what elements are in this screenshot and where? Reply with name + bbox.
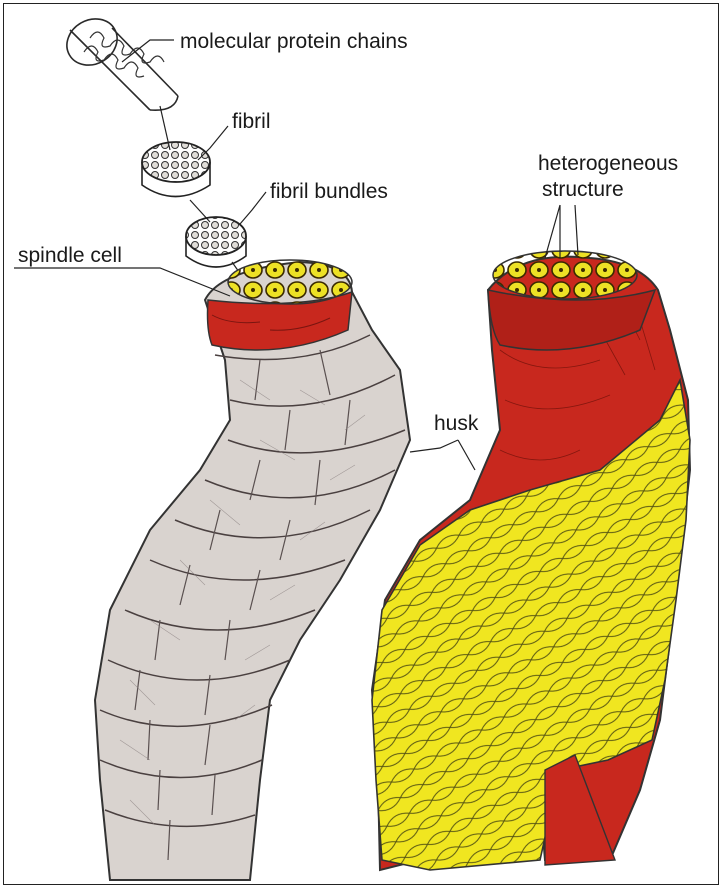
left-hair-cell-cluster bbox=[228, 260, 352, 304]
left-hair-sketch bbox=[95, 260, 410, 880]
protein-chain-cylinder bbox=[58, 10, 178, 110]
label-spindle-cell: spindle cell bbox=[18, 244, 122, 268]
fibril-disk bbox=[142, 142, 210, 197]
fibril-bundles-disk bbox=[186, 217, 246, 267]
label-husk: husk bbox=[434, 412, 478, 436]
label-fibril: fibril bbox=[232, 110, 271, 134]
label-heterogeneous: heterogeneous bbox=[538, 152, 678, 176]
right-hair-colored bbox=[372, 251, 690, 870]
label-structure: structure bbox=[542, 178, 624, 202]
label-molecular-protein-chains: molecular protein chains bbox=[180, 30, 408, 54]
label-fibril-bundles: fibril bundles bbox=[270, 180, 388, 204]
right-hair-cell-cluster bbox=[493, 251, 637, 299]
